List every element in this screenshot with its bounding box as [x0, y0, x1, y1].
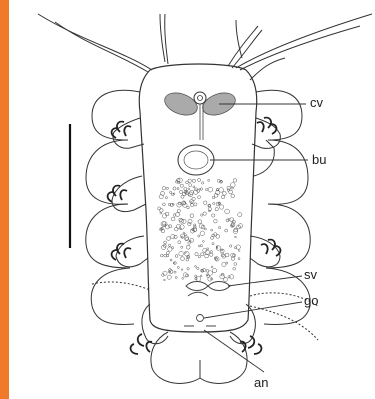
- gut-granules: [158, 178, 243, 282]
- label-an: an: [254, 376, 268, 389]
- label-go: go: [304, 294, 318, 307]
- posterior-organs: [184, 282, 230, 327]
- label-cv: cv: [310, 96, 323, 109]
- accent-bar: [0, 0, 9, 399]
- buccal-bulb: [178, 145, 214, 175]
- body-outline: [38, 14, 372, 383]
- cephalic-region: [162, 89, 239, 140]
- label-sv: sv: [304, 268, 317, 281]
- label-bu: bu: [312, 153, 326, 166]
